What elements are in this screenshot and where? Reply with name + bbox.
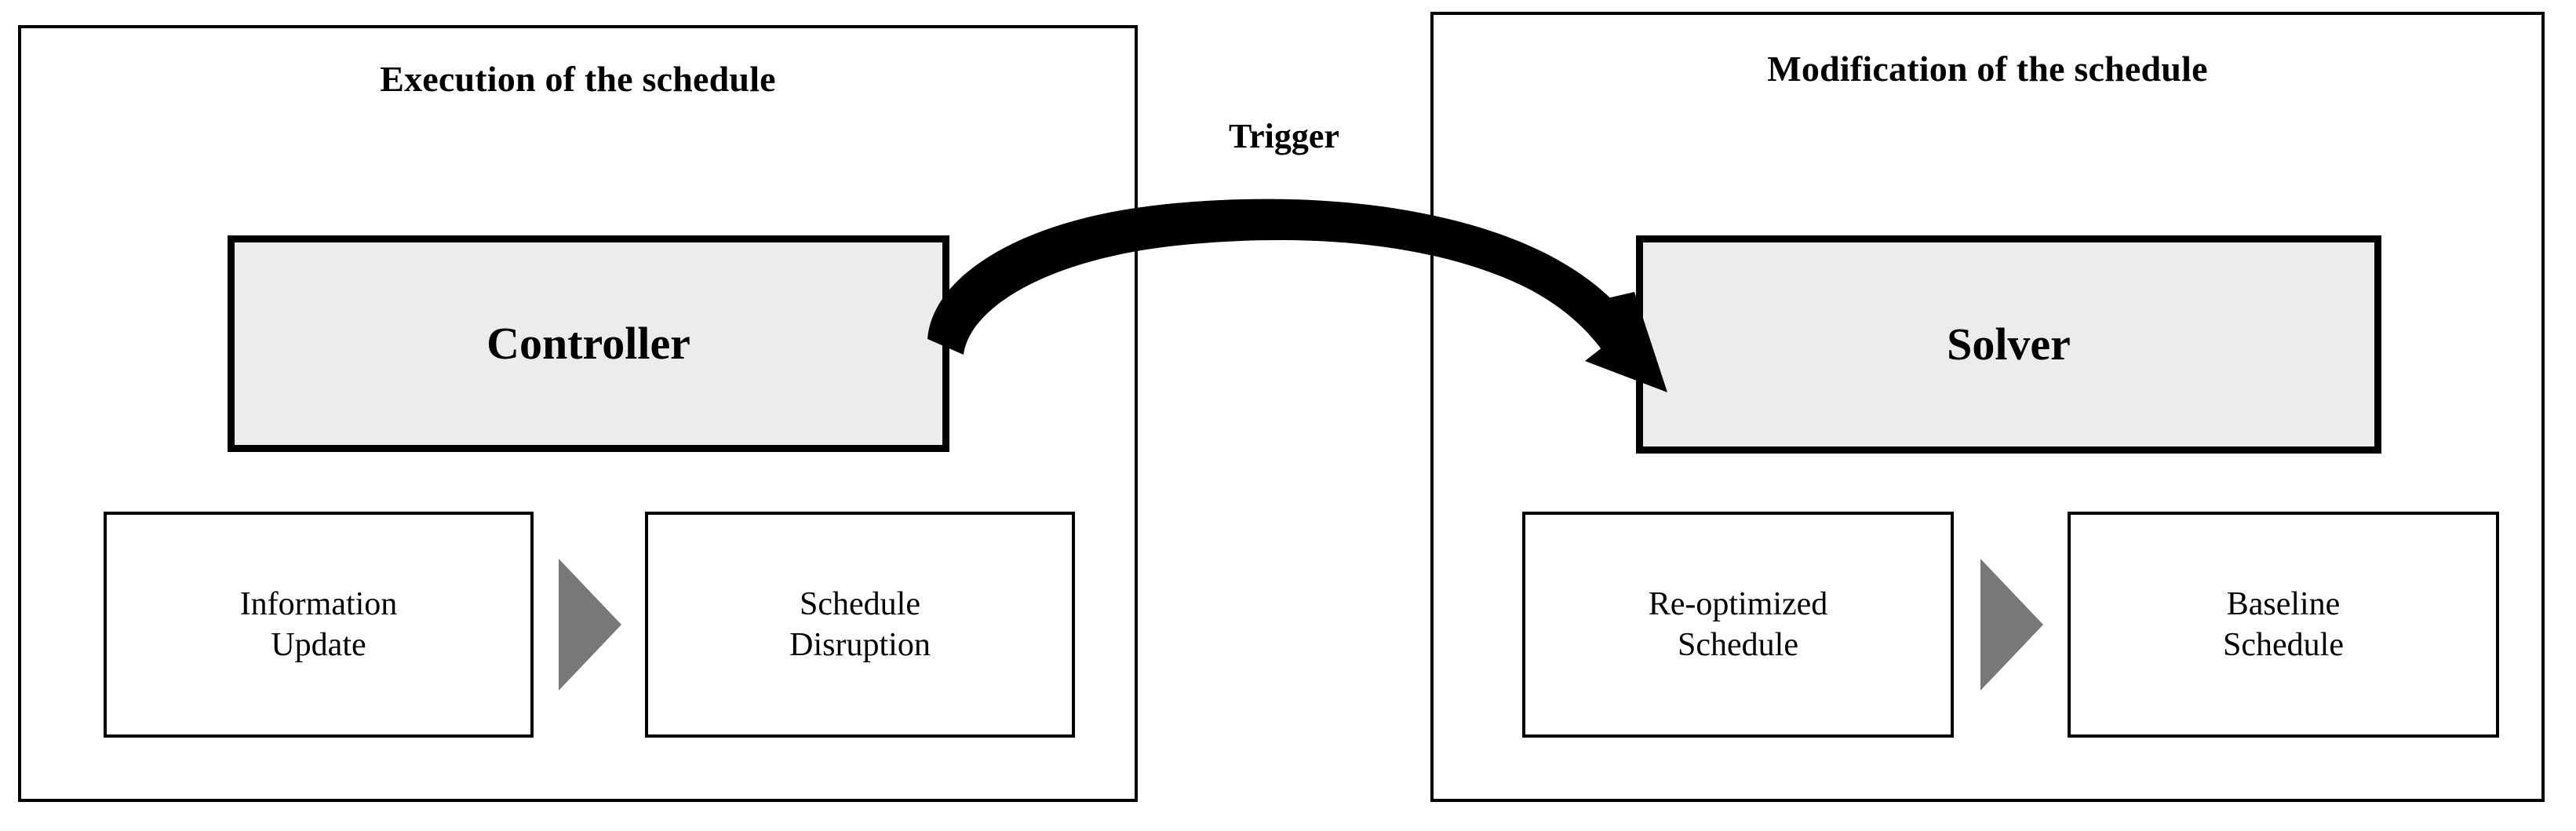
schedule-disruption-box[interactable]: Schedule Disruption: [645, 512, 1075, 738]
triangle-right-icon-execution: [559, 559, 621, 691]
controller-box-label: Controller: [486, 318, 690, 369]
baseline-schedule-line-1: Baseline: [2226, 585, 2341, 622]
re-optimized-schedule-line-2: Schedule: [1678, 627, 1798, 663]
panel-modification-title: Modification of the schedule: [1767, 49, 2208, 89]
panel-execution-title: Execution of the schedule: [380, 59, 776, 99]
solver-box[interactable]: Solver: [1636, 235, 2381, 454]
triangle-right-icon-modification: [1980, 559, 2043, 691]
schedule-disruption-line-1: Schedule: [800, 585, 920, 622]
solver-box-label: Solver: [1947, 319, 2071, 370]
information-update-line-1: Information: [239, 585, 398, 622]
re-optimized-schedule-line-1: Re-optimized: [1648, 585, 1828, 622]
controller-box[interactable]: Controller: [228, 235, 949, 452]
trigger-label: Trigger: [1229, 117, 1339, 155]
information-update-line-2: Update: [271, 627, 366, 663]
baseline-schedule-box[interactable]: Baseline Schedule: [2068, 512, 2499, 738]
information-update-box[interactable]: Information Update: [104, 512, 534, 738]
schedule-disruption-line-2: Disruption: [789, 627, 931, 663]
baseline-schedule-line-2: Schedule: [2223, 627, 2344, 663]
re-optimized-schedule-box[interactable]: Re-optimized Schedule: [1522, 512, 1954, 738]
